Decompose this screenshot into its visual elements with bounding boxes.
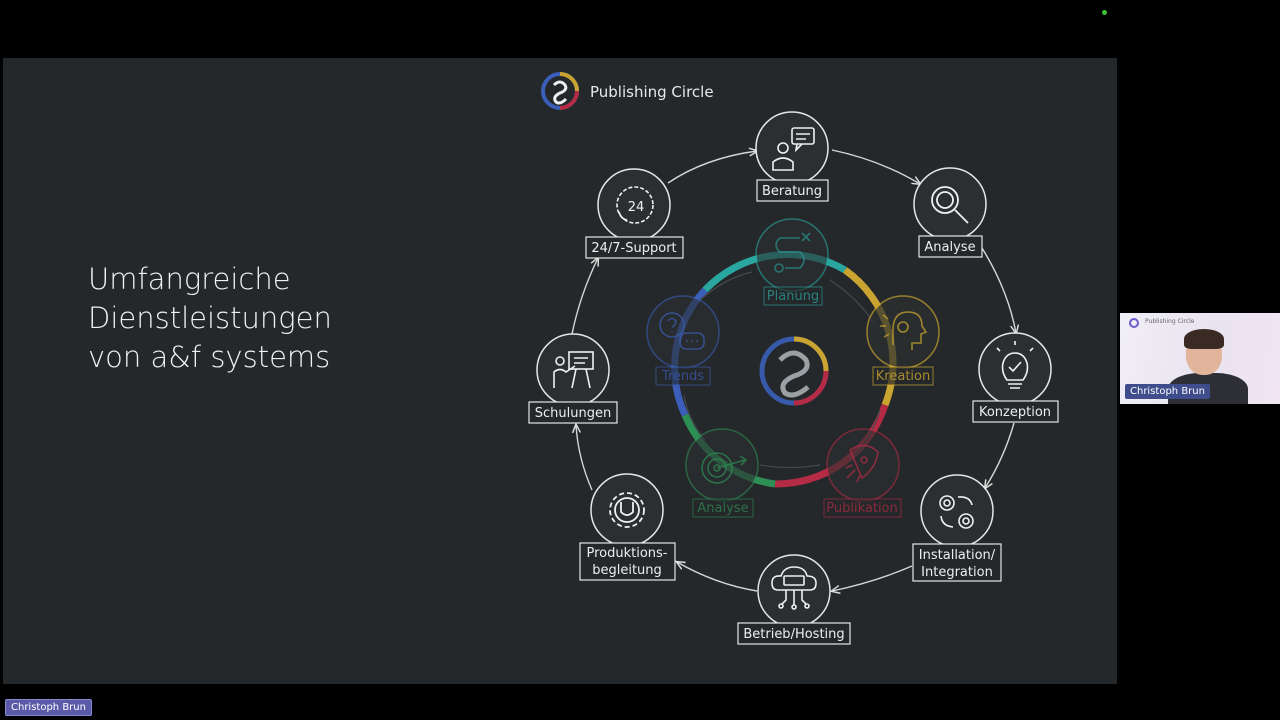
presentation-icon	[553, 351, 594, 389]
inner-node-publikation: Publikation	[823, 428, 902, 518]
inner-node-kreation: Kreation	[866, 295, 940, 386]
node-analyse: Analyse	[913, 167, 987, 258]
consulting-icon	[772, 127, 815, 171]
headline-line-1: Umfangreiche	[88, 262, 291, 296]
slide-headline: Umfangreiche Dienstleistungen von a&f sy…	[88, 260, 508, 377]
headline-line-2: Dienstleistungen	[88, 301, 332, 335]
brand-title: Publishing Circle	[590, 83, 714, 101]
target-icon	[701, 452, 748, 484]
headline-line-3: von a&f systems	[88, 340, 331, 374]
lightbulb-icon	[996, 341, 1034, 389]
inner-node-trends: Trends	[646, 295, 720, 386]
node-label-betrieb: Betrieb/Hosting	[743, 627, 844, 642]
node-installation: Installation/ Integration	[912, 474, 1002, 582]
node-konzeption: Konzeption	[972, 332, 1059, 423]
inner-label-kreation: Kreation	[876, 369, 930, 384]
node-produktion: Produktions- begleitung	[579, 473, 676, 581]
cloud-server-icon	[771, 566, 817, 610]
inner-node-planung: Planung	[755, 218, 829, 306]
node-support: 24 24/7-Support	[585, 168, 684, 259]
gears-icon	[939, 495, 974, 529]
pip-logo-icon	[1129, 318, 1139, 328]
node-betrieb: Betrieb/Hosting	[737, 554, 851, 645]
node-label-installation-1: Installation/	[919, 548, 996, 563]
magnifier-icon	[931, 186, 969, 224]
presenter-name-tag: Christoph Brun	[5, 699, 92, 716]
node-schulungen: Schulungen	[528, 333, 618, 424]
inner-label-planung: Planung	[767, 289, 819, 304]
outer-connectors	[571, 150, 1016, 591]
rocket-icon	[845, 444, 879, 483]
node-label-beratung: Beratung	[762, 184, 822, 199]
node-label-schulungen: Schulungen	[535, 406, 611, 421]
inner-label-publikation: Publikation	[826, 501, 898, 516]
pip-person-hair	[1184, 329, 1224, 349]
node-label-konzeption: Konzeption	[979, 405, 1051, 420]
route-icon	[774, 232, 811, 273]
node-label-produktion-2: begleitung	[592, 563, 662, 578]
node-label-installation-2: Integration	[921, 565, 993, 580]
pip-slide-title: Publishing Circle	[1145, 318, 1195, 325]
clock-24-text: 24	[628, 200, 645, 215]
gear-wrench-icon	[609, 492, 645, 528]
clock-24-icon	[616, 186, 654, 224]
node-label-analyse: Analyse	[924, 240, 975, 255]
status-indicator	[1102, 10, 1107, 15]
node-label-support: 24/7-Support	[591, 241, 676, 256]
node-beratung: Beratung	[755, 111, 829, 202]
center-logo	[759, 336, 829, 406]
inner-node-analyse: Analyse	[685, 428, 759, 518]
head-bulb-icon	[880, 311, 928, 350]
node-label-produktion-1: Produktions-	[586, 546, 667, 561]
brand-logo	[541, 72, 579, 110]
participant-video-tile[interactable]: Publishing Circle Christoph Brun	[1120, 313, 1280, 404]
speech-bubbles-icon	[659, 312, 705, 350]
pip-name-tag: Christoph Brun	[1125, 384, 1210, 399]
inner-label-analyse: Analyse	[697, 501, 748, 516]
inner-label-trends: Trends	[661, 369, 705, 384]
